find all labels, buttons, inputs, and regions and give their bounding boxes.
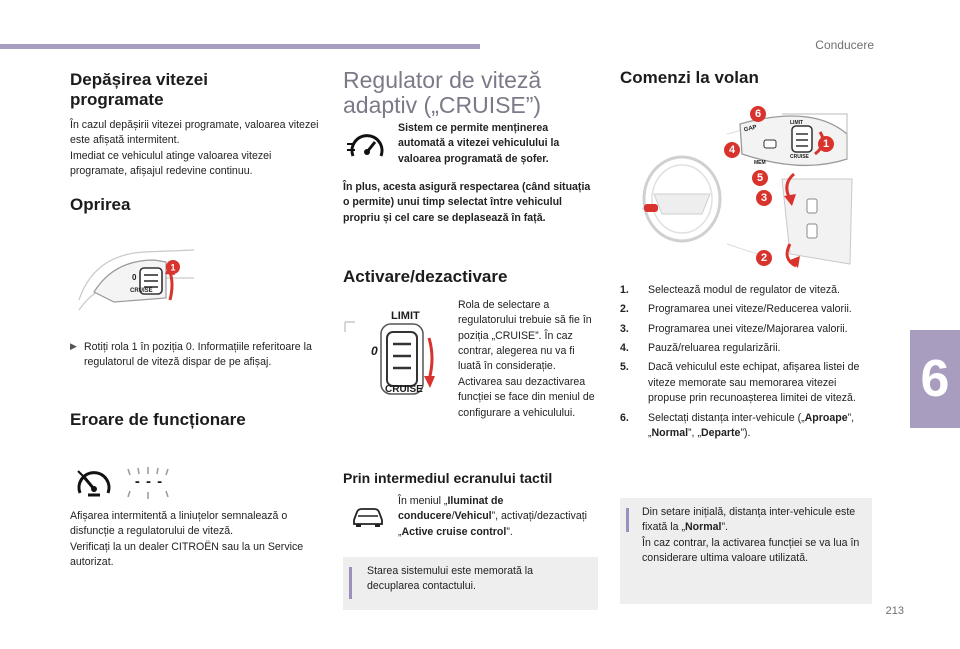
svg-text:1: 1 — [170, 263, 175, 273]
item6-option-c: Departe — [700, 426, 741, 439]
item6-option-a: Aproape — [804, 411, 848, 424]
item6-suffix: ”). — [740, 426, 751, 439]
callout-1: 1 — [818, 136, 834, 152]
bullet-arrow-icon: ▶ — [70, 341, 77, 351]
touch-text: În meniul „Iluminat de conducere/Vehicul… — [398, 494, 598, 540]
acc-title: Regulator de viteză adaptiv („CRUISE”) — [343, 67, 542, 119]
touch-slash: / — [451, 510, 455, 523]
info-icon — [626, 508, 629, 532]
note-line2: În caz contrar, la activarea funcției se… — [642, 536, 860, 565]
touch-menu: Iluminat de conducere — [398, 495, 504, 523]
touch-option: Active cruise control — [401, 525, 507, 538]
controls-list: 1. Selectează modul de regulator de vite… — [620, 283, 872, 441]
list-item-number: 6. — [620, 411, 629, 424]
item6-option-b: Normal — [651, 426, 689, 439]
roller-limit-label: LIMIT — [391, 310, 420, 322]
acc-extra: În plus, acesta asigură respectarea (cân… — [343, 181, 591, 224]
stalk-cruise-label: CRUISE — [130, 288, 153, 294]
stop-bullet-text: Rotiți rola 1 în poziția 0. Informațiile… — [84, 341, 312, 369]
note-box-memory: Starea sistemului este memorată la decup… — [343, 557, 598, 610]
touch-suffix: ”. — [506, 525, 513, 538]
car-icon — [352, 504, 384, 528]
note-line1-prefix: Din setare inițială, distanța inter-vehi… — [642, 506, 856, 534]
error-text: Afișarea intermitentă a liniuțelor semna… — [70, 510, 304, 569]
stop-title: Oprirea — [70, 195, 131, 214]
callout-5: 5 — [752, 170, 768, 186]
list-item: 2. Programarea unei viteze/Reducerea val… — [620, 302, 872, 317]
error-title: Eroare de funcționare — [70, 410, 246, 429]
list-item-number: 4. — [620, 342, 629, 355]
speedometer-icon — [345, 126, 387, 166]
speedometer-warning-icon — [74, 465, 114, 505]
stalk-cruise-label-3: CRUISE — [790, 154, 809, 160]
list-item: 4. Pauză/reluarea regularizării. — [620, 341, 872, 356]
stalk-limit-label: LIMIT — [790, 120, 804, 126]
roller-illustration: LIMIT 0 CRUISE — [343, 302, 448, 402]
list-item: 3. Programarea unei viteze/Majorarea val… — [620, 322, 872, 337]
stalk-mem-label: MEM — [754, 160, 766, 166]
callout-4: 4 — [724, 142, 740, 158]
activation-text: Rola de selectare a regulatorului trebui… — [458, 299, 595, 419]
list-item: 6. Selectați distanța inter-vehicule („A… — [620, 411, 872, 442]
activation-title: Activare/dezactivare — [343, 267, 508, 286]
list-item-number: 5. — [620, 361, 629, 374]
stalk-roller-illustration: 1 CRUISE 0 — [74, 240, 204, 320]
item6-sep1: ”, „ — [648, 411, 855, 439]
note-box-distance: Din setare inițială, distanța inter-vehi… — [620, 498, 872, 604]
callout-3: 3 — [756, 190, 772, 206]
touch-mid: ”, activați/dezactivați „ — [398, 510, 588, 538]
list-item: 5. Dacă vehiculul este echipat, afișarea… — [620, 360, 872, 406]
stalk-zero-label: 0 — [132, 273, 137, 282]
info-icon — [349, 567, 352, 599]
callout-2: 2 — [756, 250, 772, 266]
roller-zero-label: 0 — [371, 344, 378, 358]
list-item-text: Programarea unei viteze/Majorarea valori… — [648, 322, 848, 335]
note-line1-value: Normal — [684, 521, 722, 534]
acc-intro: Sistem ce permite menținerea automată a … — [398, 122, 560, 165]
list-item: 1. Selectează modul de regulator de vite… — [620, 283, 872, 298]
list-item-text: Selectează modul de regulator de viteză. — [648, 284, 840, 296]
list-item-text: Dacă vehiculul este echipat, afișarea li… — [648, 361, 860, 405]
list-item-number: 3. — [620, 322, 629, 335]
list-item-text: Pauză/reluarea regularizării. — [648, 342, 781, 355]
note-memory-text: Starea sistemului este memorată la decup… — [367, 565, 534, 593]
list-item-number: 2. — [620, 303, 629, 316]
overspeed-title: Depășirea vitezei programate — [70, 70, 208, 110]
steering-controls-illustration: GAP LIMIT CRUISE MEM 6 4 1 5 3 2 — [632, 104, 872, 274]
section-label: Conducere — [815, 38, 874, 52]
item6-sep2: ”, „ — [688, 426, 701, 439]
item6-prefix: Selectați distanța inter-vehicule („ — [648, 411, 805, 424]
chapter-tab: 6 — [910, 330, 960, 428]
list-item-text: Programarea unei viteze/Reducerea valori… — [648, 303, 852, 316]
touch-title: Prin intermediul ecranului tactil — [343, 470, 553, 486]
note-line1-suffix: ”. — [721, 521, 728, 534]
top-accent-bar — [0, 44, 480, 49]
touch-prefix: În meniul „ — [398, 495, 448, 507]
dashes-display-icon: - - - — [118, 465, 178, 501]
overspeed-text: În cazul depășirii vitezei programate, v… — [70, 119, 319, 178]
touch-vehicle: Vehicul — [454, 510, 492, 523]
stop-bullet: ▶ Rotiți rola 1 în poziția 0. Informații… — [70, 340, 342, 371]
dashes-symbol: - - - — [134, 473, 164, 490]
callout-6: 6 — [750, 106, 766, 122]
steering-title: Comenzi la volan — [620, 68, 759, 87]
roller-cruise-label: CRUISE — [385, 384, 423, 395]
note-distance-text: Din setare inițială, distanța inter-vehi… — [642, 505, 864, 566]
list-item-number: 1. — [620, 284, 629, 296]
page-number: 213 — [885, 605, 904, 617]
